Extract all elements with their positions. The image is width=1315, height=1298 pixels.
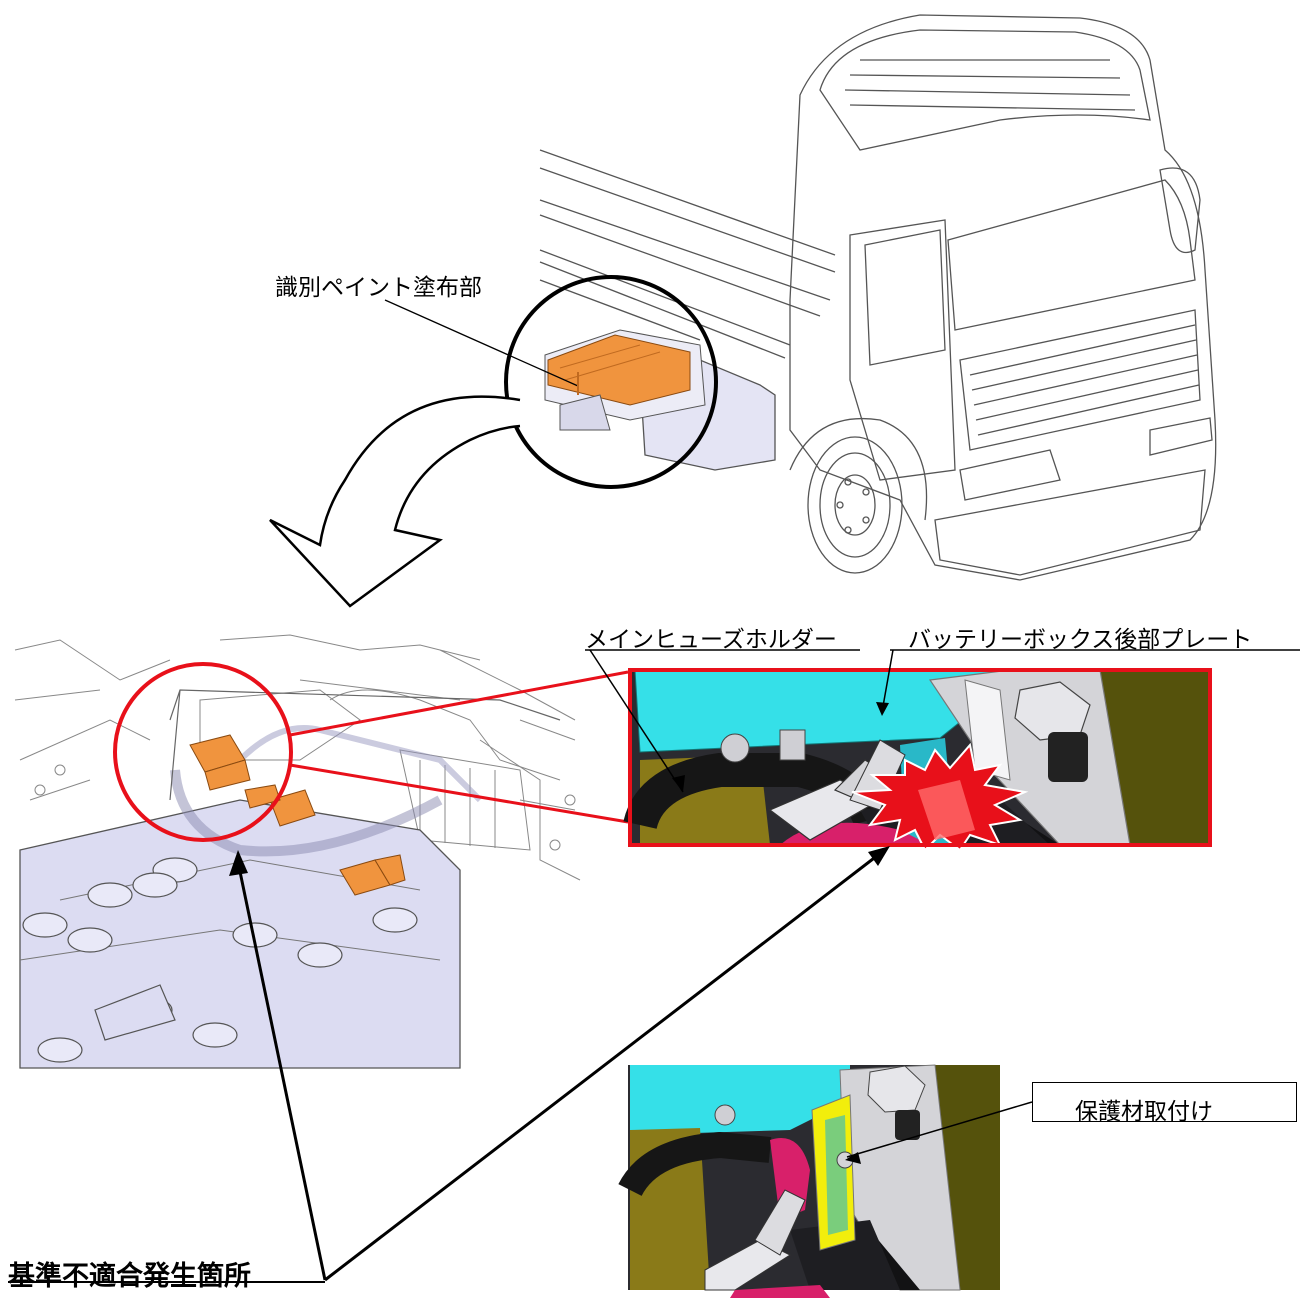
- truck-illustration: [539, 14, 1217, 581]
- detail-circle-fuse: [113, 662, 293, 842]
- nonconformity-arrows: [236, 850, 883, 1282]
- protective-material-callout: [1032, 1082, 1297, 1122]
- protective-material-label: 保護材取付け: [1075, 1099, 1213, 1125]
- paint-area-orange: [547, 334, 691, 406]
- terminal-covers: [189, 734, 406, 896]
- battery-area-view: [14, 634, 581, 1069]
- detail-circle-truck: [504, 275, 718, 489]
- detail-render-after: [618, 1064, 1000, 1298]
- curved-arrow: [269, 395, 521, 608]
- nonconformity-location-label: 基準不適合発生箇所: [8, 1261, 251, 1292]
- paint-area-label: 識別ペイント塗布部: [275, 275, 482, 301]
- leader-lines: [585, 649, 1300, 1158]
- battery-box-rear-plate-label: バッテリーボックス後部プレート: [908, 627, 1253, 653]
- battery-box-on-truck: [544, 329, 776, 471]
- detail-render-before: [623, 668, 1212, 852]
- main-fuse-holder-label: メインヒューズホルダー: [585, 627, 837, 653]
